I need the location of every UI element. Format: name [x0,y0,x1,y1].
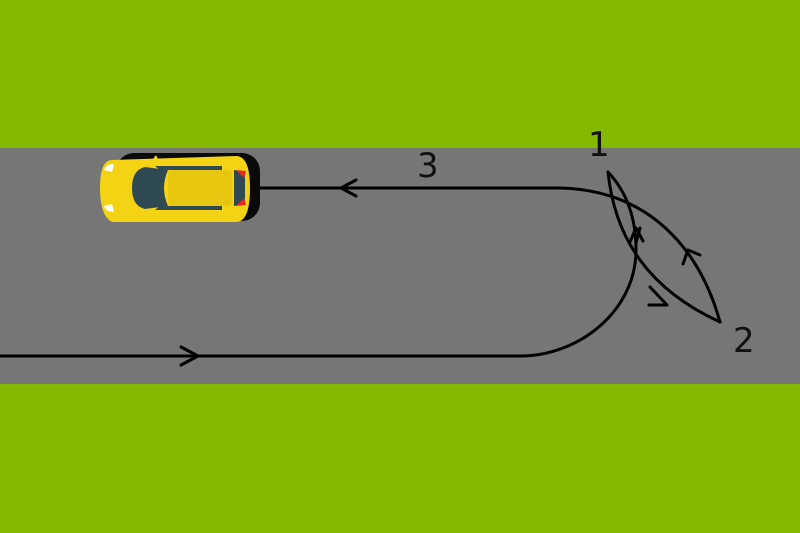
label-point-1: 1 [588,125,610,165]
grass-top [0,0,800,148]
label-point-2: 2 [733,321,755,361]
arrow-left-icon [339,178,358,198]
exit-path [256,186,722,324]
arrow-down-right-icon [647,285,669,307]
arrow-up-left-icon [681,248,702,266]
approach-path [0,170,638,358]
arrow-up-mid-icon [628,226,645,244]
car-icon [100,153,260,222]
path-lines [0,170,722,367]
arrow-right-icon [179,345,200,367]
label-point-3: 3 [417,146,439,186]
arrow-up-icon [634,226,642,245]
grass-bottom [0,384,800,533]
